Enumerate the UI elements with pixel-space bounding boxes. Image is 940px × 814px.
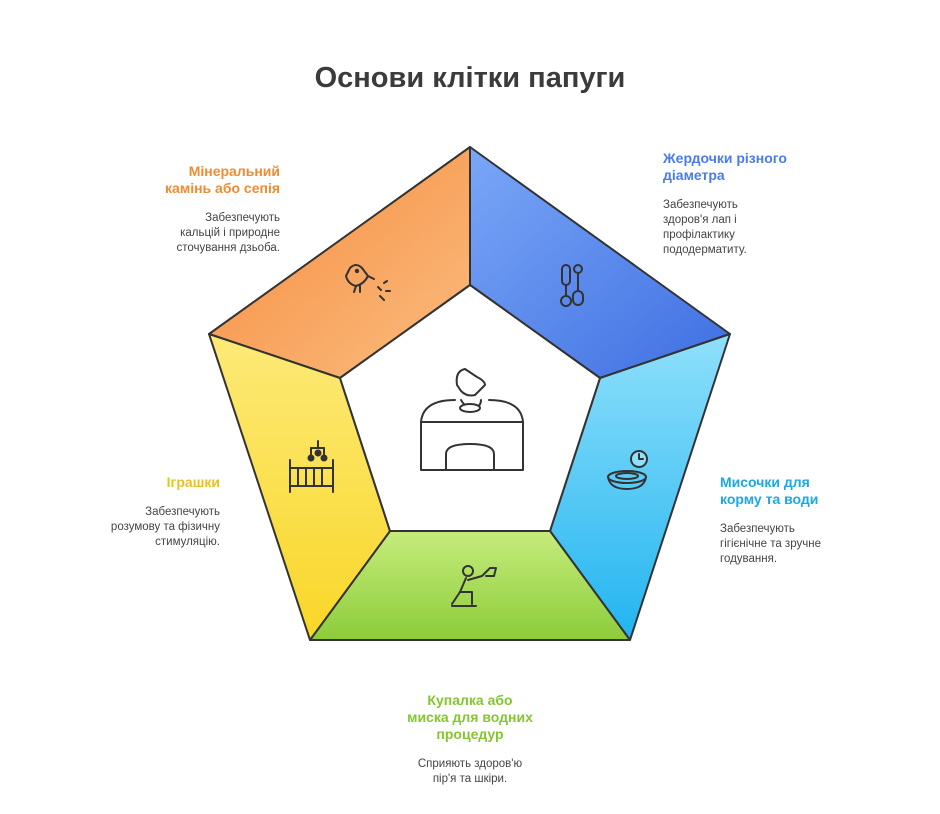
item-toys-desc-line3: стимуляцію. [155,536,220,548]
page-title: Основи клітки папуги [314,62,626,94]
item-mineral-title-line1: Мінеральний [188,163,280,179]
item-bath: Купалка або миска для водних процедур Сп… [370,692,570,787]
item-bowls-desc-line3: годування. [720,553,778,565]
item-toys: Іграшки Забезпечують розумову та фізичну… [80,474,220,550]
item-perches: Жердочки різного діаметра Забезпечують з… [663,150,843,258]
item-bath-desc-line1: Сприяють здоров'ю [417,758,523,770]
birdcage-feeder-icon [420,368,524,471]
item-toys-desc-line2: розумову та фізичну [110,521,220,533]
item-bowls-title-line1: Мисочки для [720,474,810,490]
item-bath-title-line3: процедур [436,726,504,742]
item-perches-desc-line4: пододерматиту. [663,244,747,256]
item-bath-title-line1: Купалка або [427,692,513,708]
item-mineral-title-line2: камінь або сепія [165,180,280,196]
item-toys-title-line1: Іграшки [166,474,220,490]
bird-pecking-icon [345,264,391,301]
item-bowls-desc-line1: Забезпечують [720,523,795,535]
item-perches-title-line1: Жердочки різного [663,150,787,166]
item-perches-desc-line1: Забезпечують [663,199,738,211]
crib-mobile-icon [289,440,334,493]
item-perches-desc-line2: здоров'я лап і [663,214,737,226]
item-mineral-desc-line2: кальцій і природне [180,227,280,239]
item-perches-desc-line3: профілактику [663,229,735,241]
item-mineral-desc-line1: Забезпечують [205,212,280,224]
item-bath-title-line2: миска для водних [407,709,533,725]
item-bath-desc-line2: пір'я та шкіри. [432,773,508,785]
perches-icon [560,264,584,307]
item-bowls-desc-line2: гігієнічне та зручне [720,538,821,550]
item-mineral-desc-line3: сточування дзьоба. [176,242,280,254]
item-toys-desc-line1: Забезпечують [145,506,220,518]
bowl-clock-icon [607,450,648,490]
item-bowls: Мисочки для корму та води Забезпечують г… [720,474,890,567]
person-bathing-icon [451,565,497,607]
item-bowls-title-line2: корму та води [720,491,819,507]
item-mineral: Мінеральний камінь або сепія Забезпечуют… [120,163,280,256]
item-perches-title-line2: діаметра [663,167,725,183]
